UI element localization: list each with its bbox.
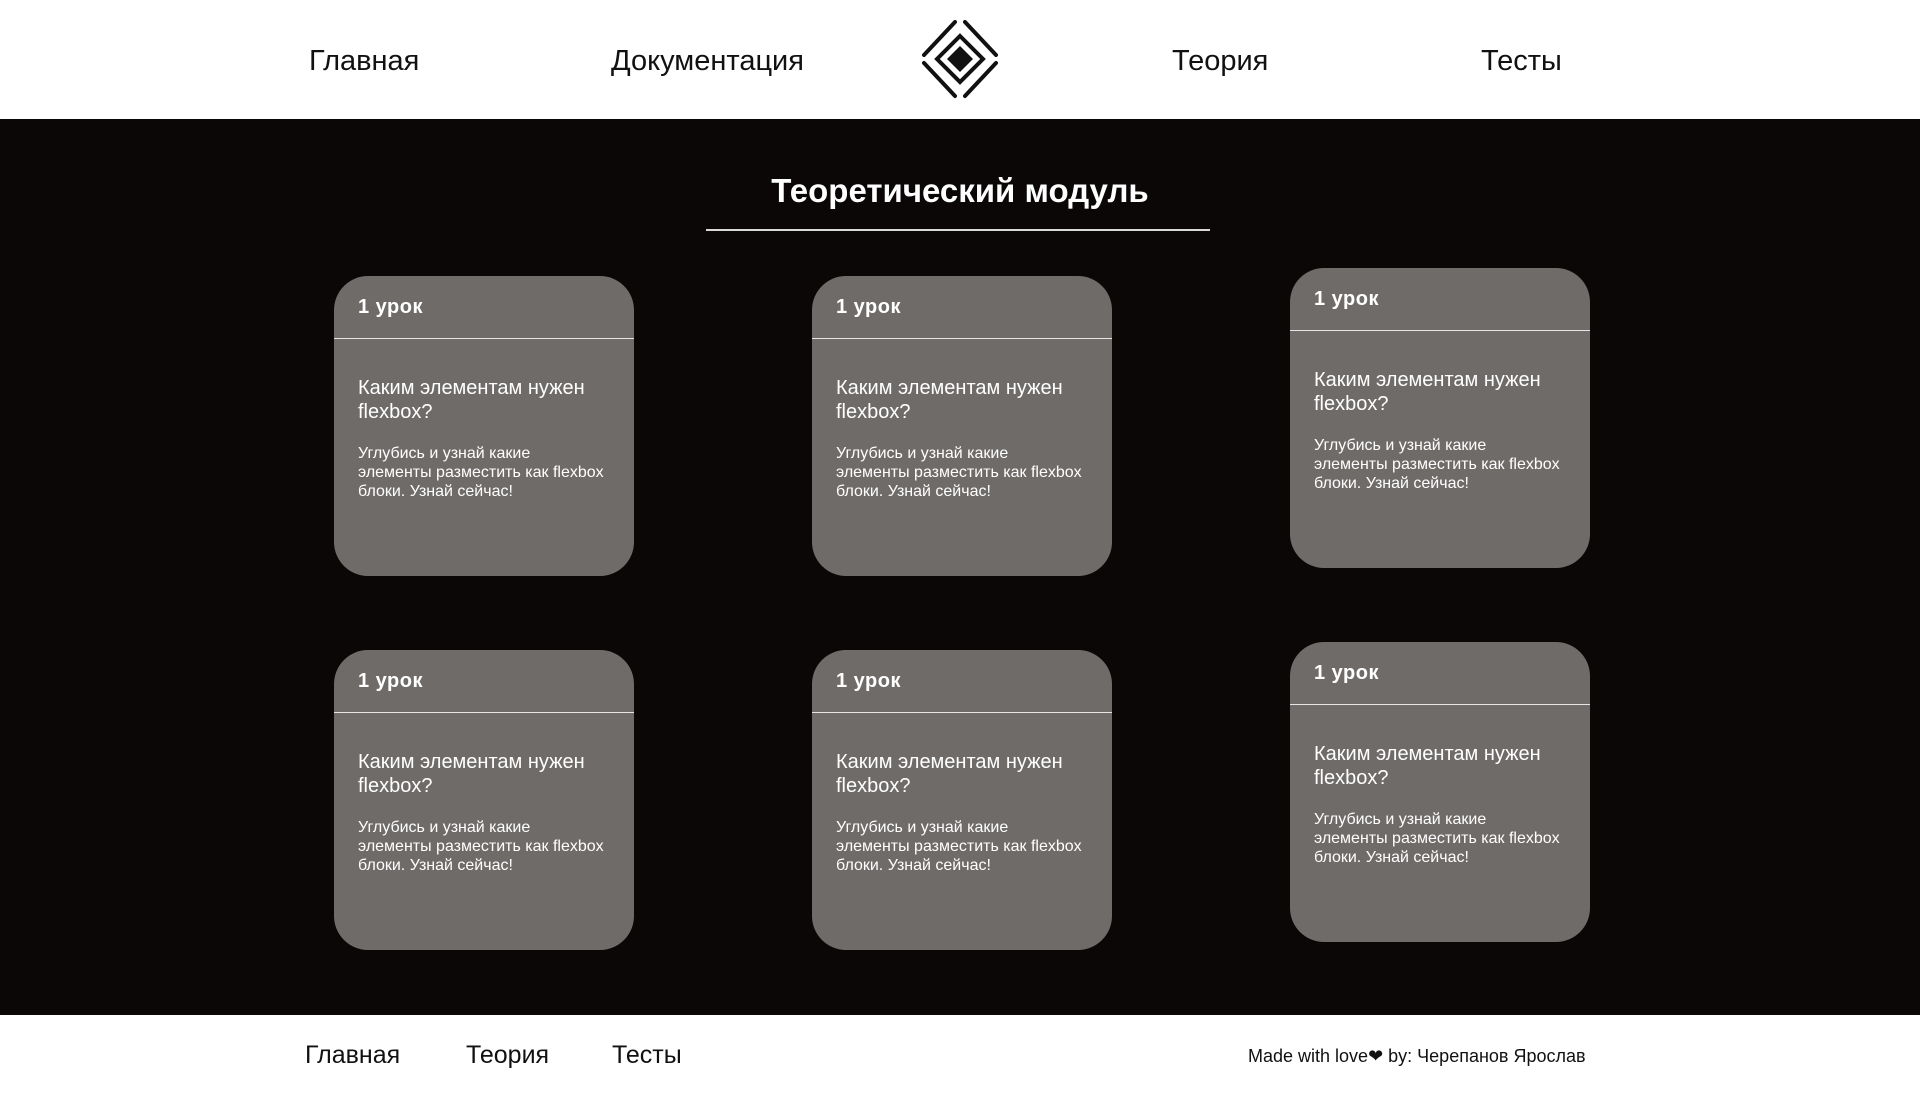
lesson-card-2[interactable]: 1 урок Каким элементам нужен flexbox? Уг… (812, 276, 1112, 576)
credit-author: by: Черепанов Ярослав (1383, 1046, 1586, 1066)
lesson-card-1[interactable]: 1 урок Каким элементам нужен flexbox? Уг… (334, 276, 634, 576)
card-title: Каким элементам нужен flexbox? (358, 751, 585, 797)
footer-credit: Made with love❤ by: Черепанов Ярослав (1248, 1045, 1586, 1067)
site-header: Главная Документация Теория Тесты (0, 0, 1920, 119)
card-divider (334, 338, 634, 339)
card-description: Углубись и узнай какие элементы размести… (1314, 811, 1560, 866)
card-title: Каким элементам нужен flexbox? (1314, 743, 1541, 789)
credit-prefix: Made with love (1248, 1046, 1369, 1066)
footer-link-tests[interactable]: Тесты (612, 1041, 682, 1069)
card-divider (1290, 330, 1590, 331)
card-lesson-label: 1 урок (836, 296, 901, 318)
nav-link-theory[interactable]: Теория (1172, 45, 1269, 77)
card-title: Каким элементам нужен flexbox? (836, 751, 1063, 797)
lesson-card-3[interactable]: 1 урок Каким элементам нужен flexbox? Уг… (1290, 268, 1590, 568)
card-title: Каким элементам нужен flexbox? (358, 377, 585, 423)
card-lesson-label: 1 урок (1314, 288, 1379, 310)
card-description: Углубись и узнай какие элементы размести… (358, 819, 604, 874)
card-description: Углубись и узнай какие элементы размести… (836, 445, 1082, 500)
card-divider (812, 338, 1112, 339)
card-lesson-label: 1 урок (836, 670, 901, 692)
section-title: Теоретический модуль (771, 172, 1149, 209)
site-footer: Главная Теория Тесты Made with love❤ by:… (0, 1015, 1920, 1095)
nav-link-tests[interactable]: Тесты (1481, 45, 1562, 77)
card-description: Углубись и узнай какие элементы размести… (358, 445, 604, 500)
nav-link-docs[interactable]: Документация (611, 45, 804, 77)
heart-icon: ❤ (1368, 1046, 1384, 1066)
lesson-card-4[interactable]: 1 урок Каким элементам нужен flexbox? Уг… (334, 650, 634, 950)
card-lesson-label: 1 урок (358, 296, 423, 318)
card-lesson-label: 1 урок (1314, 662, 1379, 684)
title-divider (706, 229, 1210, 231)
card-lesson-label: 1 урок (358, 670, 423, 692)
footer-link-home[interactable]: Главная (305, 1041, 401, 1069)
card-divider (334, 712, 634, 713)
card-title: Каким элементам нужен flexbox? (1314, 369, 1541, 415)
card-description: Углубись и узнай какие элементы размести… (836, 819, 1082, 874)
card-divider (1290, 704, 1590, 705)
diamond-logo-icon[interactable] (919, 18, 1001, 100)
card-description: Углубись и узнай какие элементы размести… (1314, 437, 1560, 492)
lesson-card-5[interactable]: 1 урок Каким элементам нужен flexbox? Уг… (812, 650, 1112, 950)
footer-link-theory[interactable]: Теория (466, 1041, 550, 1069)
theory-module-section: Теоретический модуль 1 урок Каким элемен… (0, 119, 1920, 1015)
card-title: Каким элементам нужен flexbox? (836, 377, 1063, 423)
card-divider (812, 712, 1112, 713)
lesson-card-6[interactable]: 1 урок Каким элементам нужен flexbox? Уг… (1290, 642, 1590, 942)
nav-link-home[interactable]: Главная (309, 45, 420, 77)
